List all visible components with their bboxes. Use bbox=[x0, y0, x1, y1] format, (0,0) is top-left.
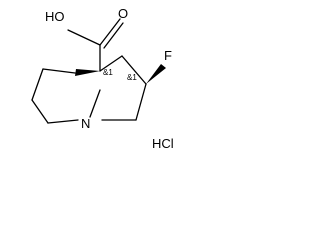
chemical-structure: HO O F N &1 &1 HCl bbox=[31, 6, 174, 151]
bond-c1-c2 bbox=[31, 68, 44, 101]
bond-c7-c8a bbox=[99, 55, 123, 72]
bond-c3-n bbox=[47, 119, 79, 124]
bond-c6-c7 bbox=[121, 55, 147, 85]
bond-c5-c6 bbox=[135, 83, 147, 121]
hcl-salt-label: HCl bbox=[152, 136, 174, 151]
stereo-label-bridgehead: &1 bbox=[103, 68, 113, 77]
hydroxyl-label: HO bbox=[45, 9, 65, 24]
fluorine-label: F bbox=[164, 48, 172, 63]
wedge-bond-bridgehead bbox=[75, 69, 100, 76]
bond-carboxyl-hydroxyl bbox=[67, 29, 101, 46]
bond-c8a-c1 bbox=[42, 68, 76, 74]
bond-carbonyl-2 bbox=[103, 22, 124, 49]
wedge-bond-fluorine bbox=[146, 64, 166, 84]
carbonyl-oxygen-label: O bbox=[118, 6, 128, 21]
bond-carbonyl-1 bbox=[99, 18, 121, 46]
nitrogen-label: N bbox=[81, 116, 90, 131]
bond-n-c8a bbox=[89, 89, 101, 118]
stereo-label-fluoro-carbon: &1 bbox=[127, 73, 137, 82]
bond-c2-c3 bbox=[31, 99, 49, 124]
